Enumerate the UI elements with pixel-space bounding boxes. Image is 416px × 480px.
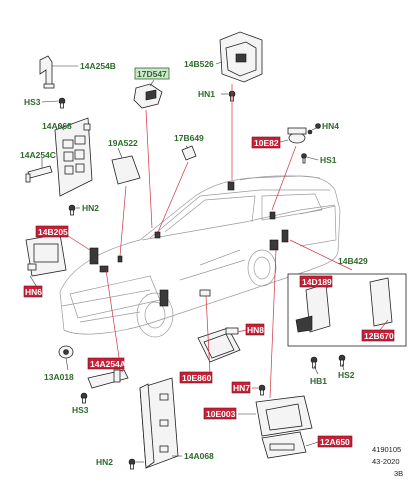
module-14B205 xyxy=(25,233,67,277)
label-14A254C: 14A254C xyxy=(20,150,56,160)
label-box-10E003 xyxy=(203,407,237,420)
bracket-14A254B xyxy=(39,55,55,89)
leader-lines xyxy=(29,61,389,463)
bracket-12A650 xyxy=(261,431,307,459)
module-14A068-top xyxy=(54,117,93,197)
label-10E860: 10E860 xyxy=(182,373,212,383)
label-HN2-bottom: HN2 xyxy=(96,457,113,467)
label-10E003: 10E003 xyxy=(206,409,236,419)
label-HN2-left: HN2 xyxy=(82,203,99,213)
bracket-14A254A xyxy=(87,369,129,389)
screw-HS2 xyxy=(338,354,346,367)
module-19A522 xyxy=(111,155,141,185)
module-14D189 xyxy=(295,283,331,333)
label-HB1: HB1 xyxy=(310,376,327,386)
nut-HN7 xyxy=(258,384,266,396)
nut-HN2-bottom xyxy=(128,458,136,470)
label-box-12A650 xyxy=(317,435,353,448)
mount-part-b xyxy=(269,211,276,220)
part-17B649 xyxy=(181,145,197,161)
label-HS3-top: HS3 xyxy=(24,97,41,107)
label-12B670: 12B670 xyxy=(364,331,394,341)
module-12B670 xyxy=(369,277,393,327)
label-14A254A: 14A254A xyxy=(90,359,126,369)
mount-part-c xyxy=(154,231,161,239)
part-17D547 xyxy=(133,83,163,109)
label-HN7: HN7 xyxy=(233,383,250,393)
connector-small-c xyxy=(159,289,169,307)
label-14B429: 14B429 xyxy=(338,256,368,266)
label-HS2: HS2 xyxy=(338,370,355,380)
label-17D547: 17D547 xyxy=(137,69,167,79)
module-10E003 xyxy=(255,395,313,437)
footer-id: 4190105 xyxy=(372,445,401,454)
label-box-14B205 xyxy=(35,225,69,238)
part-labels: 14A254B HS3 14A068 14A254C HN2 17D547 19… xyxy=(20,59,395,467)
module-14A068-bottom xyxy=(139,377,179,469)
label-17B649: 17B649 xyxy=(174,133,204,143)
label-10E82: 10E82 xyxy=(254,138,279,148)
label-box-17D547 xyxy=(134,67,170,80)
screw-HB1 xyxy=(310,356,318,369)
label-box-HN6 xyxy=(23,285,43,298)
label-14A068-bottom: 14A068 xyxy=(184,451,214,461)
horn-13A018 xyxy=(58,345,74,359)
connector-small-a xyxy=(89,247,99,265)
label-box-10E860 xyxy=(179,371,213,384)
label-14B526: 14B526 xyxy=(184,59,214,69)
mount-part-a xyxy=(227,181,235,191)
label-box-12B670 xyxy=(361,329,395,342)
label-HN8: HN8 xyxy=(247,325,264,335)
label-19A522: 19A522 xyxy=(108,138,138,148)
footer-rev: 3B xyxy=(394,469,403,478)
module-14B526 xyxy=(219,31,263,83)
nut-HS3-bottom xyxy=(80,392,88,404)
label-14A254B: 14A254B xyxy=(80,61,116,71)
mount-part-d xyxy=(117,255,123,263)
label-box-HN8 xyxy=(245,323,265,336)
screw-HS1 xyxy=(301,153,307,164)
label-box-14D189 xyxy=(299,275,333,288)
bracket-14A254C xyxy=(25,165,53,183)
footer-info: 4190105 43-2020 3B xyxy=(372,445,403,478)
module-10E860 xyxy=(197,327,241,363)
label-HS1: HS1 xyxy=(320,155,337,165)
label-box-14A254A xyxy=(87,357,125,370)
sensor-10E82 xyxy=(287,127,313,144)
label-HN4: HN4 xyxy=(322,121,339,131)
connector-small-b xyxy=(99,265,109,273)
nut-HN2-left xyxy=(68,204,76,216)
nut-HN4 xyxy=(315,123,321,129)
label-14B205: 14B205 xyxy=(38,227,68,237)
footer-date: 43-2020 xyxy=(372,457,400,466)
connector-right-a xyxy=(281,229,289,243)
label-12A650: 12A650 xyxy=(320,437,350,447)
label-14D189: 14D189 xyxy=(302,277,332,287)
label-HN1-top: HN1 xyxy=(198,89,215,99)
label-box-HN7 xyxy=(231,381,251,394)
label-box-10E82 xyxy=(251,136,281,149)
label-14A068-top: 14A068 xyxy=(42,121,72,131)
connector-small-d xyxy=(199,289,211,297)
label-13A018: 13A018 xyxy=(44,372,74,382)
label-HN6: HN6 xyxy=(25,287,42,297)
connector-right-b xyxy=(269,239,279,251)
label-HS3-bottom: HS3 xyxy=(72,405,89,415)
nut-HS3-top xyxy=(58,97,66,109)
